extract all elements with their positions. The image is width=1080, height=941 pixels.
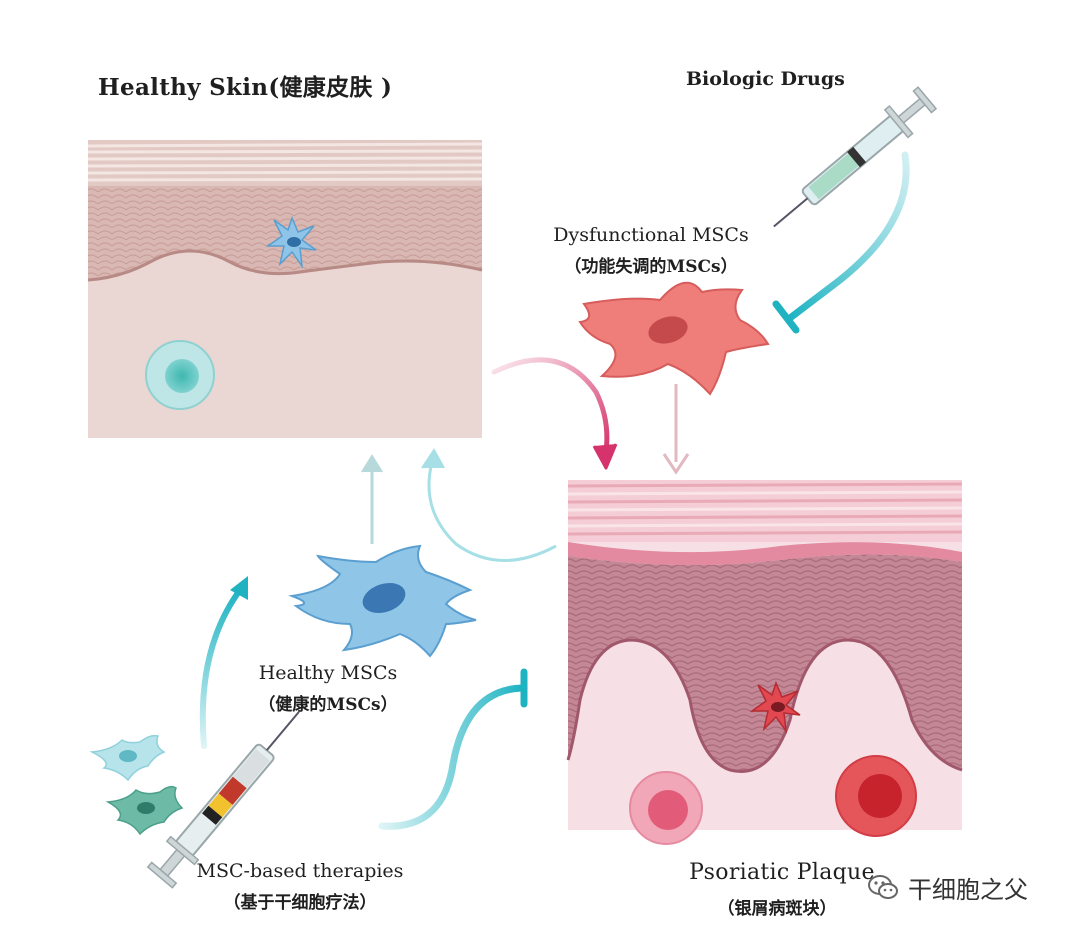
- healthy-to-plaque-arrow: [491, 357, 610, 455]
- healthy-skin-title: Healthy Skin(健康皮肤 ): [98, 74, 393, 101]
- healthy-skin-panel: [87, 140, 483, 438]
- psoriatic-scales: [567, 480, 963, 542]
- dysfunctional-msc-cell: [578, 281, 770, 396]
- wechat-icon: [868, 874, 898, 899]
- biologic-drugs-label: Biologic Drugs: [686, 68, 845, 90]
- psoriatic-immune-cell-red: [835, 755, 917, 837]
- dysfunctional-mscs-label: Dysfunctional MSCs: [553, 224, 749, 246]
- psoriatic-plaque-panel: [566, 480, 963, 845]
- healthy-mscs-cn-label: （健康的MSCs）: [258, 695, 398, 715]
- psoriatic-immune-cell-pink: [629, 771, 703, 845]
- msc-therapy-syringe: [146, 711, 300, 889]
- healthy-mscs-label: Healthy MSCs: [258, 662, 398, 684]
- biologic-inhibit-bar: [772, 300, 800, 334]
- healthy-dermal-cell: [145, 340, 215, 410]
- healthy-msc-cell: [288, 544, 477, 658]
- msc-therapies-label: MSC-based therapies: [196, 860, 404, 882]
- therapy-inhibit-arrow: [378, 684, 526, 830]
- psoriatic-plaque-cn-label: （银屑病斑块）: [717, 899, 837, 919]
- psoriatic-plaque-label: Psoriatic Plaque: [689, 860, 875, 885]
- psoriatic-epidermis: [568, 554, 962, 772]
- dysfunctional-mscs-cn-label: （功能失调的MSCs）: [564, 257, 738, 277]
- plaque-to-healthy-arrow: [427, 461, 557, 562]
- healthy-dendritic-cell: [265, 215, 317, 269]
- healthy-skin-corneum: [87, 140, 483, 186]
- small-msc-cell-light: [89, 734, 166, 782]
- watermark-text: 干细胞之父: [908, 876, 1028, 904]
- biologic-inhibit-arrow: [786, 151, 910, 322]
- msc-therapies-cn-label: （基于干细胞疗法）: [223, 893, 377, 913]
- biologic-drug-syringe: [773, 86, 938, 228]
- therapy-to-msc-arrow: [199, 587, 243, 749]
- small-msc-cell-dark: [105, 785, 184, 836]
- watermark: 干细胞之父: [866, 870, 1028, 905]
- psoriatic-dendritic-cell: [749, 680, 801, 734]
